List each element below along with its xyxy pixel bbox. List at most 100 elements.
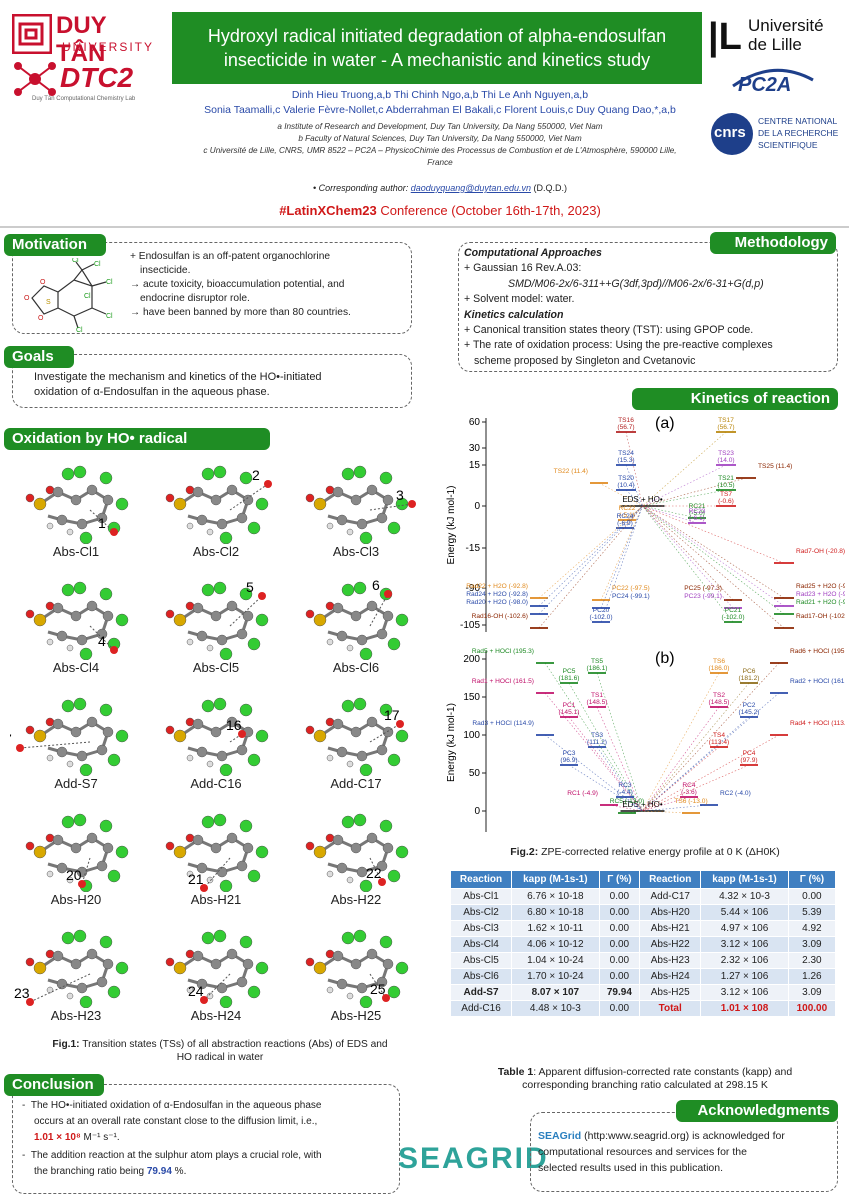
svg-text:Cl: Cl [94,261,101,268]
level-label: RC1 (-4.9) [567,790,598,797]
motivation-title: Motivation [4,234,106,256]
svg-text:O: O [40,279,46,286]
table-cell: Abs-H22 [639,936,702,953]
level-label: TS23 [718,450,734,457]
ts-structure-label: Abs-H23 [50,1008,102,1023]
level-value: (113.4) [709,739,729,746]
affiliations: a Institute of Research and Development,… [150,121,730,169]
level-label: PC1 [563,702,576,709]
kin-heading: Kinetics calculation [464,308,564,321]
ts-structure-label: Abs-H21 [190,892,242,907]
table-cell: 0.00 [598,1000,641,1017]
table-cell: Abs-Cl5 [449,952,513,969]
table-cell: Abs-Cl4 [449,936,513,953]
lille-line1: Université [748,16,824,35]
level-label: TS22 (11.4) [554,468,588,475]
conclusion-b1: - The HO•-initiated oxidation of α-Endos… [22,1100,322,1143]
molecule-model-icon: 25 [305,929,409,1008]
y-tick-label: -105 [460,620,480,631]
level-value: (96.9) [560,757,577,764]
attack-site-number: 23 [14,985,30,1001]
kin-l3: scheme proposed by Singleton and Cvetano… [474,354,696,367]
svg-text:O: O [38,315,44,322]
kinetics-title: Kinetics of reaction [632,388,838,410]
svg-text:Cl: Cl [84,293,91,300]
comp-l1: + Gaussian 16 Rev.A.03: [464,262,582,275]
level-value: (-102.0) [589,614,612,621]
path-connector [642,716,750,812]
concl-b2-pct: %. [174,1166,187,1177]
motivation-l1: + Endosulfan is an off-patent organochlo… [130,251,331,262]
level-value: (-5.0) [689,510,705,517]
cnrs-line2: DE LA RECHERCHE [758,128,839,138]
path-connector [624,505,643,529]
molecule-model-icon: 20 [25,813,129,892]
ack-t1: (http:www.seagrid.org) is acknowledged f… [584,1130,785,1142]
level-label: Rad3 + HOCl (114.9) [472,720,534,727]
concl-b2-l2: the branching ratio being [34,1166,145,1177]
table-cell: 1.27 × 106 [700,968,789,985]
level-label: TS1 [591,692,603,699]
table-caption-l2: corresponding branching ratio calculated… [522,1079,768,1091]
level-label: PC3 [563,750,576,757]
path-connector [596,706,643,812]
y-tick-label: -15 [466,543,481,554]
ts-structure-label: Abs-Cl4 [52,660,100,675]
ack-brand: SEAGrid [538,1130,582,1142]
level-value: (15.3) [617,457,634,464]
table-cell: Abs-H21 [639,920,702,937]
level-value: (111.2) [587,739,607,746]
corr-email-link[interactable]: daoduyquang@duytan.edu.vn [410,183,531,193]
ts-structure-label: Add-C17 [330,776,382,791]
goals-text: Investigate the mechanism and kinetics o… [34,370,404,400]
level-label: PC5 [563,668,576,675]
corr-label: Corresponding author: [318,183,409,193]
y-tick-label: 15 [469,460,481,471]
table-cell: 1.70 × 10-24 [511,968,600,985]
y-tick-label: 100 [463,730,480,741]
seagrid-logo: SEAGRID [398,1142,547,1182]
molecule-network-icon [14,62,56,96]
pc2a-logo: PC2A [728,66,818,102]
attack-site-number: 7 [10,731,12,747]
duytan-logo: DUY TÂN UNIVERSITY [12,12,162,67]
ts-structure-label: Abs-Cl1 [52,544,100,559]
table-cell: 0.00 [598,952,641,969]
ts-structure-label: Add-S7 [54,776,98,791]
level-label: Rad7-OH (-20.8) [796,548,845,555]
table-caption-bold: Table 1 [497,1066,534,1078]
table-header-cell: Reaction [449,870,513,889]
attack-site-number: 25 [370,981,386,997]
table-cell: 0.00 [787,888,837,905]
molecule-model-icon: 22 [305,813,409,892]
table-cell: 2.32 × 106 [700,952,789,969]
motivation-l5: → have been banned by more than 80 count… [130,307,351,318]
y-tick-label: 150 [463,692,480,703]
y-tick-label: 60 [469,417,481,428]
table-cell: 4.97 × 106 [700,920,789,937]
level-label: PC25 (-97.3) [684,585,722,592]
level-label: RC4 [682,782,696,789]
table-header-cell: Γ (%) [787,870,837,889]
table-cell: Abs-H25 [639,984,702,1001]
svg-text:Cl: Cl [76,327,83,332]
table-cell: 1.04 × 10-24 [511,952,600,969]
ack-text: SEAGrid (http:www.seagrid.org) is acknow… [538,1128,830,1176]
table-cell: 3.09 [787,984,837,1001]
ts-structure-label: Abs-Cl5 [192,660,240,675]
energy-profile-a: Energy (kJ mol-1)6030150-15-90-105(a)EDS… [446,415,845,632]
level-value: (145.2) [739,709,760,716]
attack-site-number: 16 [226,717,242,733]
level-label: Rad16-OH (-102.6) [472,613,528,620]
molecule-model-icon: 24 [165,929,269,1008]
attack-site-number: 1 [98,515,106,531]
cnrs-name: cnrs [714,124,746,141]
corr-tail: (D.Q.D.) [533,183,567,193]
path-connector [624,796,643,812]
goals-box [12,354,412,408]
